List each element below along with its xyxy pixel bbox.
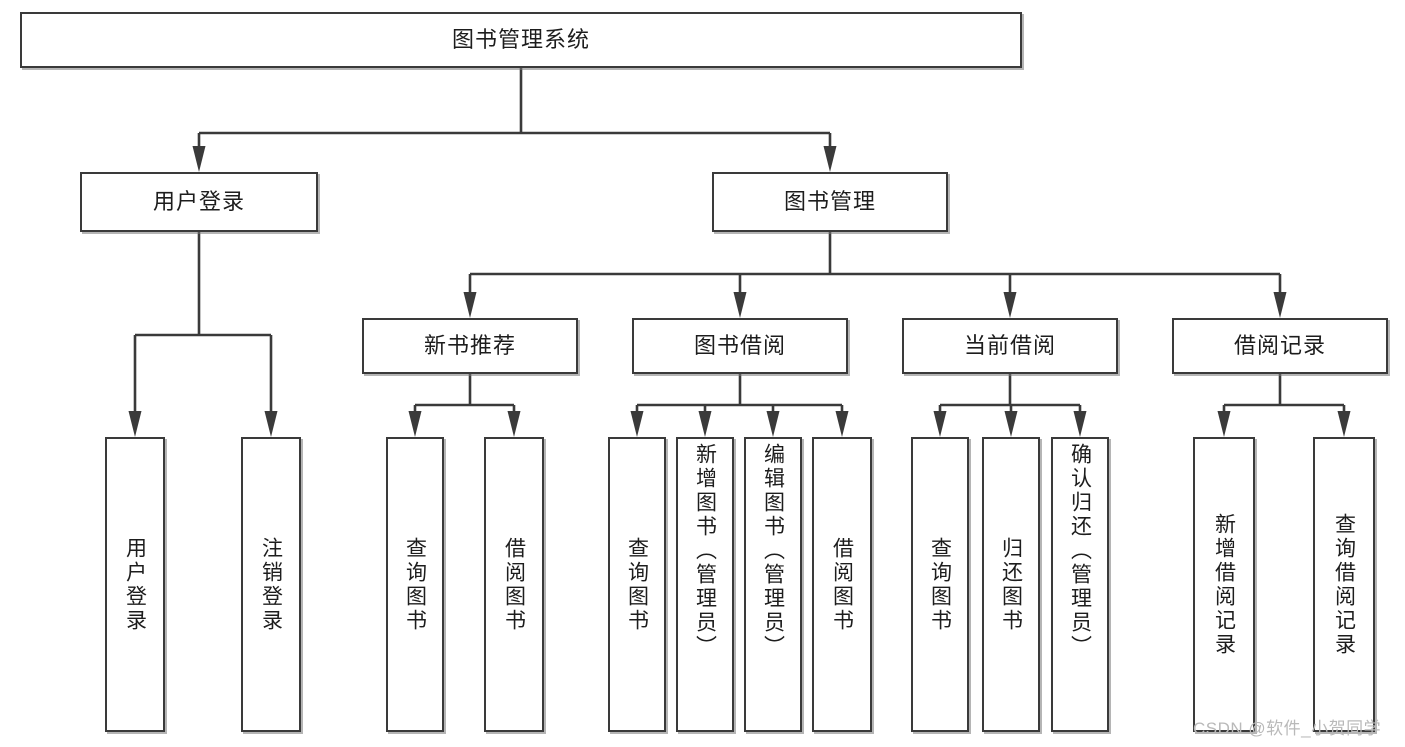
leaf-node-8[interactable]: 查询图书 <box>911 437 969 732</box>
leaf-node-5[interactable]: 新增图书（管理员） <box>676 437 734 732</box>
user-login-to-leaves-arrow-0 <box>128 411 142 437</box>
node-label: 查询图书 <box>928 536 952 633</box>
book-manage-to-level3-arrow-3 <box>1273 292 1287 318</box>
leaf-node-0[interactable]: 用户登录 <box>105 437 165 732</box>
level3-node-1[interactable]: 图书借阅 <box>632 318 848 374</box>
root-node-0[interactable]: 图书管理系统 <box>20 12 1022 68</box>
leaf-node-4[interactable]: 查询图书 <box>608 437 666 732</box>
borrow-record-to-leaves-arrow-0 <box>1217 411 1231 437</box>
node-label: 图书管理 <box>783 189 876 215</box>
book-manage-to-level3-arrow-1 <box>733 292 747 318</box>
node-label: 当前借阅 <box>963 333 1056 359</box>
leaf-node-10[interactable]: 确认归还（管理员） <box>1051 437 1109 732</box>
level3-node-3[interactable]: 借阅记录 <box>1172 318 1388 374</box>
leaf-node-1[interactable]: 注销登录 <box>241 437 301 732</box>
book-borrow-to-leaves-arrow-1 <box>698 411 712 437</box>
node-label: 注销登录 <box>259 536 283 633</box>
node-label: 查询借阅记录 <box>1332 512 1356 657</box>
level2-node-0[interactable]: 用户登录 <box>80 172 318 232</box>
leaf-node-9[interactable]: 归还图书 <box>982 437 1040 732</box>
level3-node-0[interactable]: 新书推荐 <box>362 318 578 374</box>
node-label: 确认归还（管理员） <box>1068 443 1092 659</box>
csdn-watermark: CSDN @软件_小贺同学 <box>1193 719 1382 738</box>
node-label: 新增图书（管理员） <box>693 443 717 659</box>
leaf-node-11[interactable]: 新增借阅记录 <box>1193 437 1255 732</box>
node-label: 用户登录 <box>123 536 147 633</box>
node-label: 用户登录 <box>152 189 245 215</box>
level2-node-1[interactable]: 图书管理 <box>712 172 948 232</box>
node-label: 新书推荐 <box>423 333 516 359</box>
book-manage-to-level3-arrow-2 <box>1003 292 1017 318</box>
level3-node-2[interactable]: 当前借阅 <box>902 318 1118 374</box>
leaf-node-12[interactable]: 查询借阅记录 <box>1313 437 1375 732</box>
node-label: 借阅图书 <box>830 536 854 633</box>
node-label: 借阅图书 <box>502 536 526 633</box>
node-label: 查询图书 <box>403 536 427 633</box>
node-label: 查询图书 <box>625 536 649 633</box>
user-login-to-leaves-arrow-1 <box>264 411 278 437</box>
root-to-level2-arrow-0 <box>192 146 206 172</box>
book-borrow-to-leaves-arrow-0 <box>630 411 644 437</box>
new-book-to-leaves-arrow-1 <box>507 411 521 437</box>
current-borrow-to-leaves-arrow-0 <box>933 411 947 437</box>
leaf-node-6[interactable]: 编辑图书（管理员） <box>744 437 802 732</box>
node-label: 编辑图书（管理员） <box>761 443 785 659</box>
root-to-level2-arrow-1 <box>823 146 837 172</box>
leaf-node-2[interactable]: 查询图书 <box>386 437 444 732</box>
node-label: 图书借阅 <box>693 333 786 359</box>
node-label: 归还图书 <box>999 536 1023 633</box>
book-manage-to-level3-arrow-0 <box>463 292 477 318</box>
new-book-to-leaves-arrow-0 <box>408 411 422 437</box>
leaf-node-3[interactable]: 借阅图书 <box>484 437 544 732</box>
leaf-node-7[interactable]: 借阅图书 <box>812 437 872 732</box>
book-borrow-to-leaves-arrow-2 <box>766 411 780 437</box>
node-label: 借阅记录 <box>1233 333 1326 359</box>
book-borrow-to-leaves-arrow-3 <box>835 411 849 437</box>
borrow-record-to-leaves-arrow-1 <box>1337 411 1351 437</box>
current-borrow-to-leaves-arrow-1 <box>1004 411 1018 437</box>
node-label: 新增借阅记录 <box>1212 512 1236 657</box>
current-borrow-to-leaves-arrow-2 <box>1073 411 1087 437</box>
node-label: 图书管理系统 <box>451 27 590 53</box>
